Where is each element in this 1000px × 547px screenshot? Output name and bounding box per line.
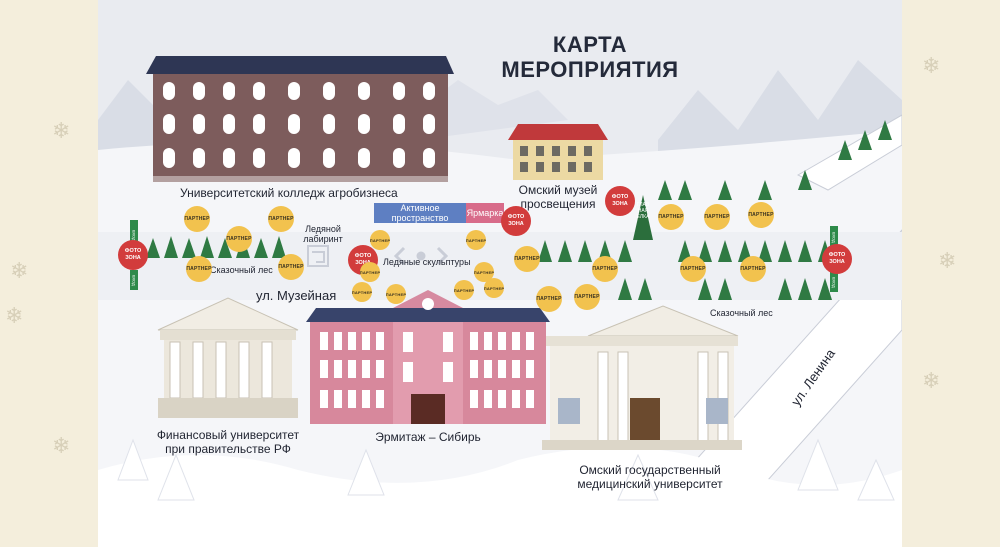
entrance-sign: ВХОД (130, 270, 138, 290)
agro-college-building[interactable] (146, 56, 454, 182)
finance-university-building[interactable] (157, 297, 299, 418)
hermitage-label: Эрмитаж – Сибирь (375, 430, 481, 444)
museum-street-label: ул. Музейная (256, 288, 337, 303)
omsk-museum-label: Омский музей просвещения (518, 183, 598, 211)
partner-marker[interactable]: ПАРТНЕР (740, 256, 766, 282)
snowflake-icon: ❄ (10, 258, 29, 283)
map-illustration (98, 56, 902, 547)
ice-sculptures-label: Ледяные скульптуры (383, 257, 471, 267)
medical-university-building[interactable] (542, 305, 742, 450)
partner-marker[interactable]: ПАРТНЕР (574, 284, 600, 310)
main-tree-label: ГЛАВ НАЯ ЕЛКА (636, 202, 650, 220)
partner-marker[interactable]: ПАРТНЕР (474, 262, 494, 282)
right-border-panel: ❄ ❄ ❄ (902, 0, 1000, 547)
agro-college-label: Университетский колледж агробизнеса (180, 186, 398, 200)
partner-marker[interactable]: ПАРТНЕР (748, 202, 774, 228)
map-title-line2: МЕРОПРИЯТИЯ (501, 57, 679, 82)
finance-university-label: Финансовый университет при правительстве… (156, 428, 300, 456)
partner-marker[interactable]: ПАРТНЕР (360, 262, 380, 282)
snowflake-icon: ❄ (922, 53, 941, 78)
partner-marker[interactable]: ПАРТНЕР (184, 206, 210, 232)
map-title: КАРТА МЕРОПРИЯТИЯ (460, 32, 720, 82)
partner-marker[interactable]: ПАРТНЕР (484, 278, 504, 298)
partner-marker[interactable]: ПАРТНЕР (680, 256, 706, 282)
snowflake-icon: ❄ (938, 248, 957, 273)
snowflake-icon: ❄ (52, 118, 71, 143)
ice-labyrinth-label: Ледяной лабиринт (303, 224, 343, 244)
partner-marker[interactable]: ПАРТНЕР (704, 204, 730, 230)
snowflake-icon: ❄ (922, 368, 941, 393)
fair-tag[interactable]: Ярмарка (466, 203, 504, 223)
partner-marker[interactable]: ПАРТНЕР (278, 254, 304, 280)
event-map: КАРТА МЕРОПРИЯТИЯ Университетский коллед… (98, 0, 902, 547)
partner-marker[interactable]: ПАРТНЕР (514, 246, 540, 272)
partner-marker[interactable]: ПАРТНЕР (352, 282, 372, 302)
partner-marker[interactable]: ПАРТНЕР (536, 286, 562, 312)
partner-marker[interactable]: ПАРТНЕР (268, 206, 294, 232)
entrance-sign: ВХОД (830, 272, 838, 292)
fairy-forest-right-label: Сказочный лес (710, 308, 773, 318)
partner-marker[interactable]: ПАРТНЕР (226, 226, 252, 252)
snowflake-icon: ❄ (5, 303, 24, 328)
medical-university-label: Омский государственный медицинский униве… (577, 463, 723, 491)
entrance-sign: ВХОД (830, 226, 838, 248)
partner-marker[interactable]: ПАРТНЕР (370, 230, 390, 250)
omsk-museum-building[interactable] (508, 124, 608, 180)
map-title-line1: КАРТА (552, 32, 628, 57)
entrance-sign: ВХОД (130, 220, 138, 250)
partner-marker[interactable]: ПАРТНЕР (592, 256, 618, 282)
active-space-tag[interactable]: Активное пространство (374, 203, 466, 223)
partner-marker[interactable]: ПАРТНЕР (386, 284, 406, 304)
snowflake-icon: ❄ (52, 433, 71, 458)
fairy-forest-left-label: Сказочный лес (210, 265, 273, 275)
partner-marker[interactable]: ПАРТНЕР (658, 204, 684, 230)
left-border-panel: ❄ ❄ ❄ ❄ (0, 0, 98, 547)
partner-marker[interactable]: ПАРТНЕР (186, 256, 212, 282)
partner-marker[interactable]: ПАРТНЕР (466, 230, 486, 250)
hermitage-siberia-building[interactable] (306, 290, 550, 424)
partner-marker[interactable]: ПАРТНЕР (454, 280, 474, 300)
